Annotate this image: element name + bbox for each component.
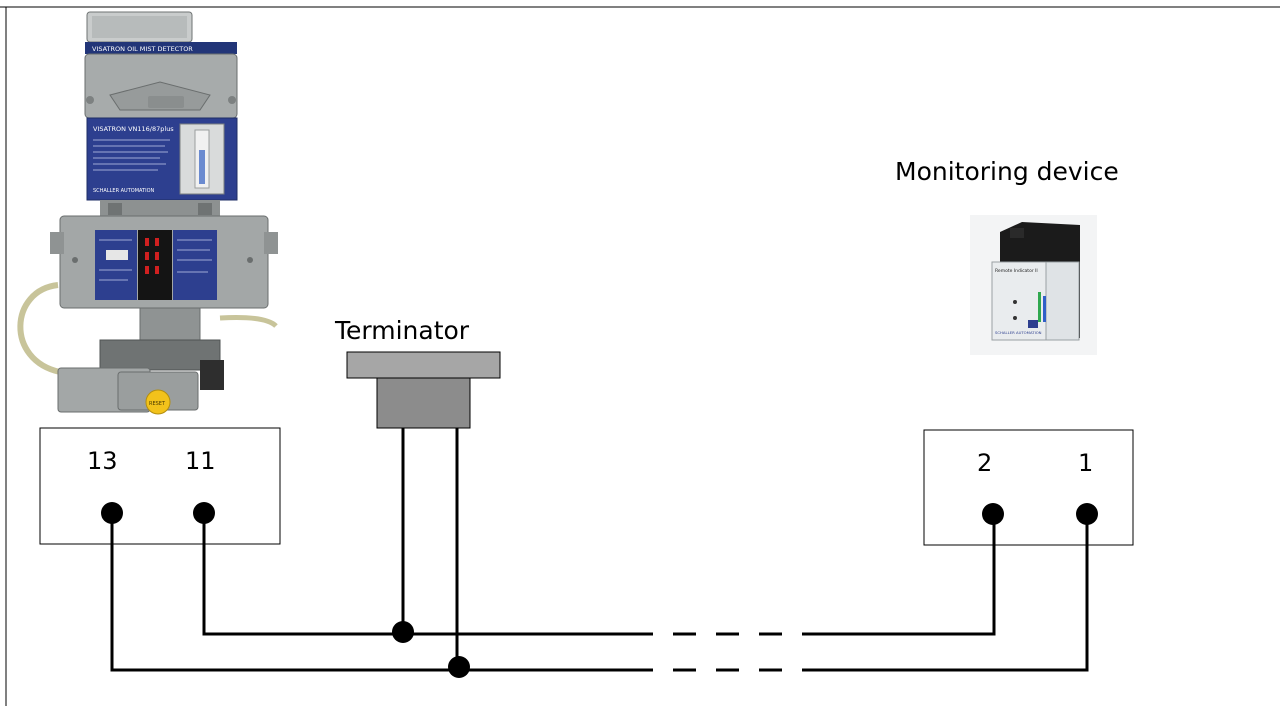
wire-terminal-1 (810, 514, 1089, 672)
terminal-11-label: 11 (185, 447, 216, 475)
terminal-11-dot (193, 502, 215, 524)
monitor-label-text: Remote Indicator II (995, 268, 1038, 274)
right-terminal-block (923, 429, 1134, 546)
terminator-body (376, 377, 471, 429)
reset-button-label: RESET (149, 401, 166, 407)
terminal-2-label: 2 (977, 449, 992, 477)
wire-terminal-11 (202, 513, 630, 636)
monitor-brand-text: SCHALLER AUTOMATION (995, 330, 1042, 335)
oil-mist-detector: VISATRON OIL MIST DETECTOR VISATRON VN11… (17, 11, 278, 415)
junction-dot-upper (392, 621, 414, 643)
terminal-2-dot (982, 503, 1004, 525)
terminal-13-label: 13 (87, 447, 118, 475)
terminal-1-dot (1076, 503, 1098, 525)
monitoring-device-label: Monitoring device (895, 157, 1119, 186)
monitoring-device: Remote Indicator II SCHALLER AUTOMATION (970, 215, 1097, 355)
detector-brand-text: SCHALLER AUTOMATION (93, 188, 155, 194)
terminal-13-dot (101, 502, 123, 524)
terminator-cap (346, 351, 501, 379)
wire-terminal-2 (810, 514, 996, 636)
reset-button-icon (145, 389, 171, 415)
terminator-label: Terminator (334, 316, 470, 345)
left-terminal-block (39, 427, 281, 545)
junction-dot-lower (448, 656, 470, 678)
detector-header-text: VISATRON OIL MIST DETECTOR (92, 45, 193, 53)
detector-nameplate-title: VISATRON VN116/87plus (93, 125, 174, 133)
terminal-1-label: 1 (1078, 449, 1093, 477)
